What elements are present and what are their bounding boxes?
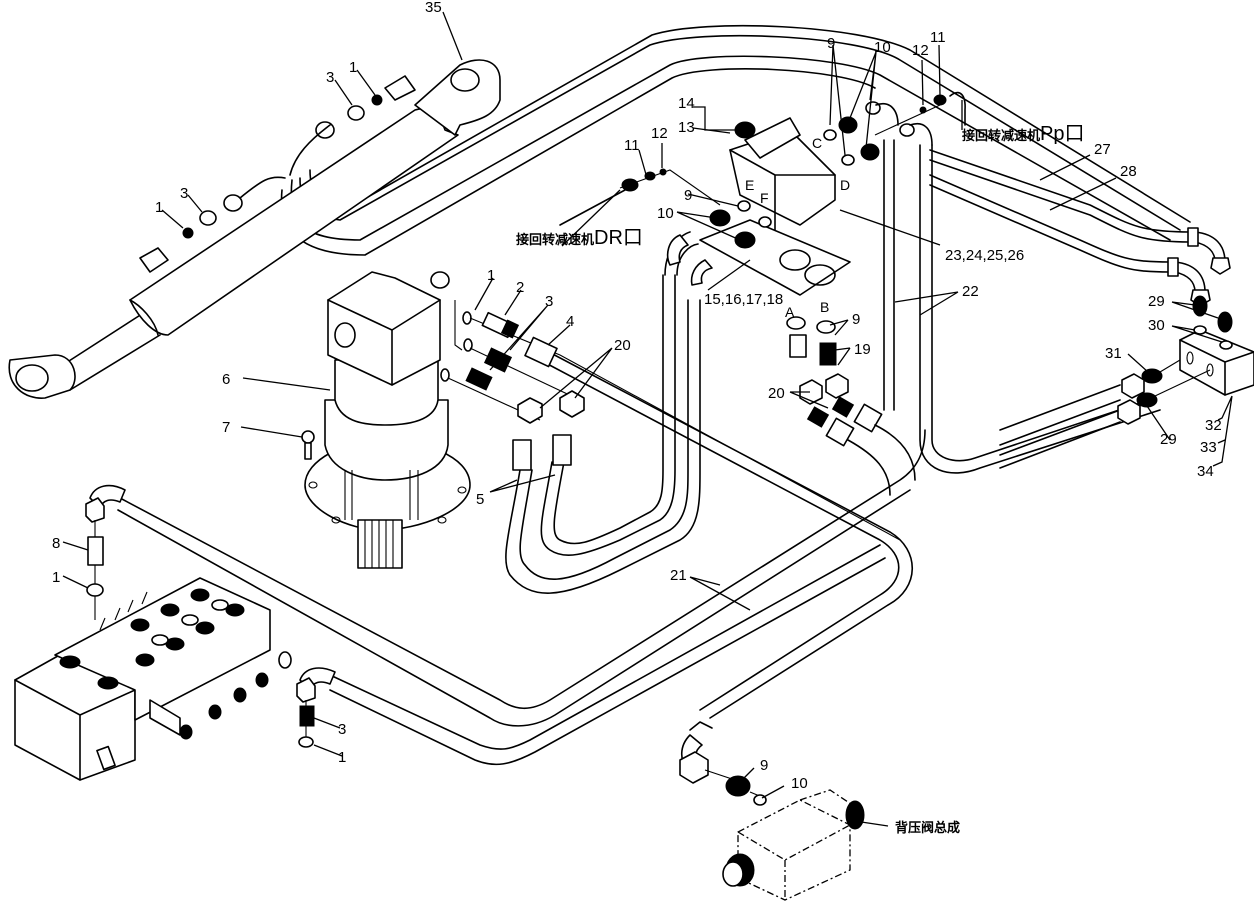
callout-33: 33	[1200, 439, 1217, 456]
pipe-22	[883, 139, 1161, 474]
callout-21: 21	[670, 567, 687, 584]
callout-14: 14	[678, 95, 695, 112]
callout-20: 20	[768, 385, 785, 402]
swing-motor	[301, 271, 473, 569]
callout-29: 29	[1160, 431, 1177, 448]
callout-10: 10	[791, 775, 808, 792]
callout-labels: 35 3 1 3 1 1 2 3 4 20 6 7 5 8 1 3 1 14 1…	[52, 0, 1222, 792]
callout-2: 2	[516, 279, 524, 296]
callout-6: 6	[222, 371, 230, 388]
port-label-d: D	[840, 177, 850, 193]
callout-12: 12	[912, 42, 929, 59]
callout-13: 13	[678, 119, 695, 136]
callout-10: 10	[874, 39, 891, 56]
callout-3: 3	[545, 293, 553, 310]
callout-23-24-25-26: 23,24,25,26	[945, 247, 1024, 264]
port-label-a: A	[785, 304, 795, 320]
hose-5	[505, 231, 701, 594]
callout-8: 8	[52, 535, 60, 552]
note-dr-port-cn: 接回转减速机	[516, 232, 594, 248]
right-valve-block	[999, 295, 1254, 469]
hydraulic-cylinder	[8, 59, 501, 399]
callout-11: 11	[624, 137, 640, 154]
callout-1: 1	[338, 749, 346, 766]
callout-32: 32	[1205, 417, 1222, 434]
callout-5: 5	[476, 491, 484, 508]
note-pp-port-suffix: Pp口	[1040, 123, 1084, 145]
callout-4: 4	[566, 313, 574, 330]
valve-connectors	[85, 484, 336, 748]
callout-1: 1	[52, 569, 60, 586]
callout-3: 3	[338, 721, 346, 738]
leader-lines	[62, 11, 1233, 827]
port-label-e: E	[745, 177, 754, 193]
pipe-21	[117, 349, 926, 766]
callout-9: 9	[827, 35, 835, 52]
port-label-b: B	[820, 299, 829, 315]
callout-3: 3	[180, 185, 188, 202]
callout-27: 27	[1094, 141, 1111, 158]
callout-9: 9	[684, 187, 692, 204]
back-pressure-valve	[679, 721, 865, 901]
port-label-c: C	[812, 135, 822, 151]
callout-1: 1	[487, 267, 495, 284]
multiway-valve	[14, 577, 292, 781]
callout-15-16-17-18: 15,16,17,18	[704, 291, 783, 308]
callout-35: 35	[425, 0, 442, 16]
callout-34: 34	[1197, 463, 1214, 480]
callout-7: 7	[222, 419, 230, 436]
callout-1: 1	[155, 199, 163, 216]
callout-31: 31	[1105, 345, 1122, 362]
hose-27-28	[929, 149, 1231, 307]
note-back-pressure-valve: 背压阀总成	[895, 820, 960, 836]
annotation-notes: 接回转减速机DR口 接回转减速机Pp口 背压阀总成	[516, 123, 1084, 836]
callout-28: 28	[1120, 163, 1137, 180]
callout-1: 1	[349, 59, 357, 76]
note-pp-port-cn: 接回转减速机	[962, 128, 1040, 144]
callout-11: 11	[930, 29, 946, 46]
note-dr-port-suffix: DR口	[594, 227, 643, 249]
callout-30: 30	[1148, 317, 1165, 334]
callout-22: 22	[962, 283, 979, 300]
callout-12: 12	[651, 125, 668, 142]
callout-9: 9	[852, 311, 860, 328]
callout-29: 29	[1148, 293, 1165, 310]
callout-20: 20	[614, 337, 631, 354]
callout-9: 9	[760, 757, 768, 774]
callout-3: 3	[326, 69, 334, 86]
callout-19: 19	[854, 341, 871, 358]
port-label-f: F	[760, 190, 769, 206]
note-pp-port: 接回转减速机Pp口	[962, 123, 1084, 145]
note-dr-port: 接回转减速机DR口	[516, 227, 643, 249]
callout-10: 10	[657, 205, 674, 222]
